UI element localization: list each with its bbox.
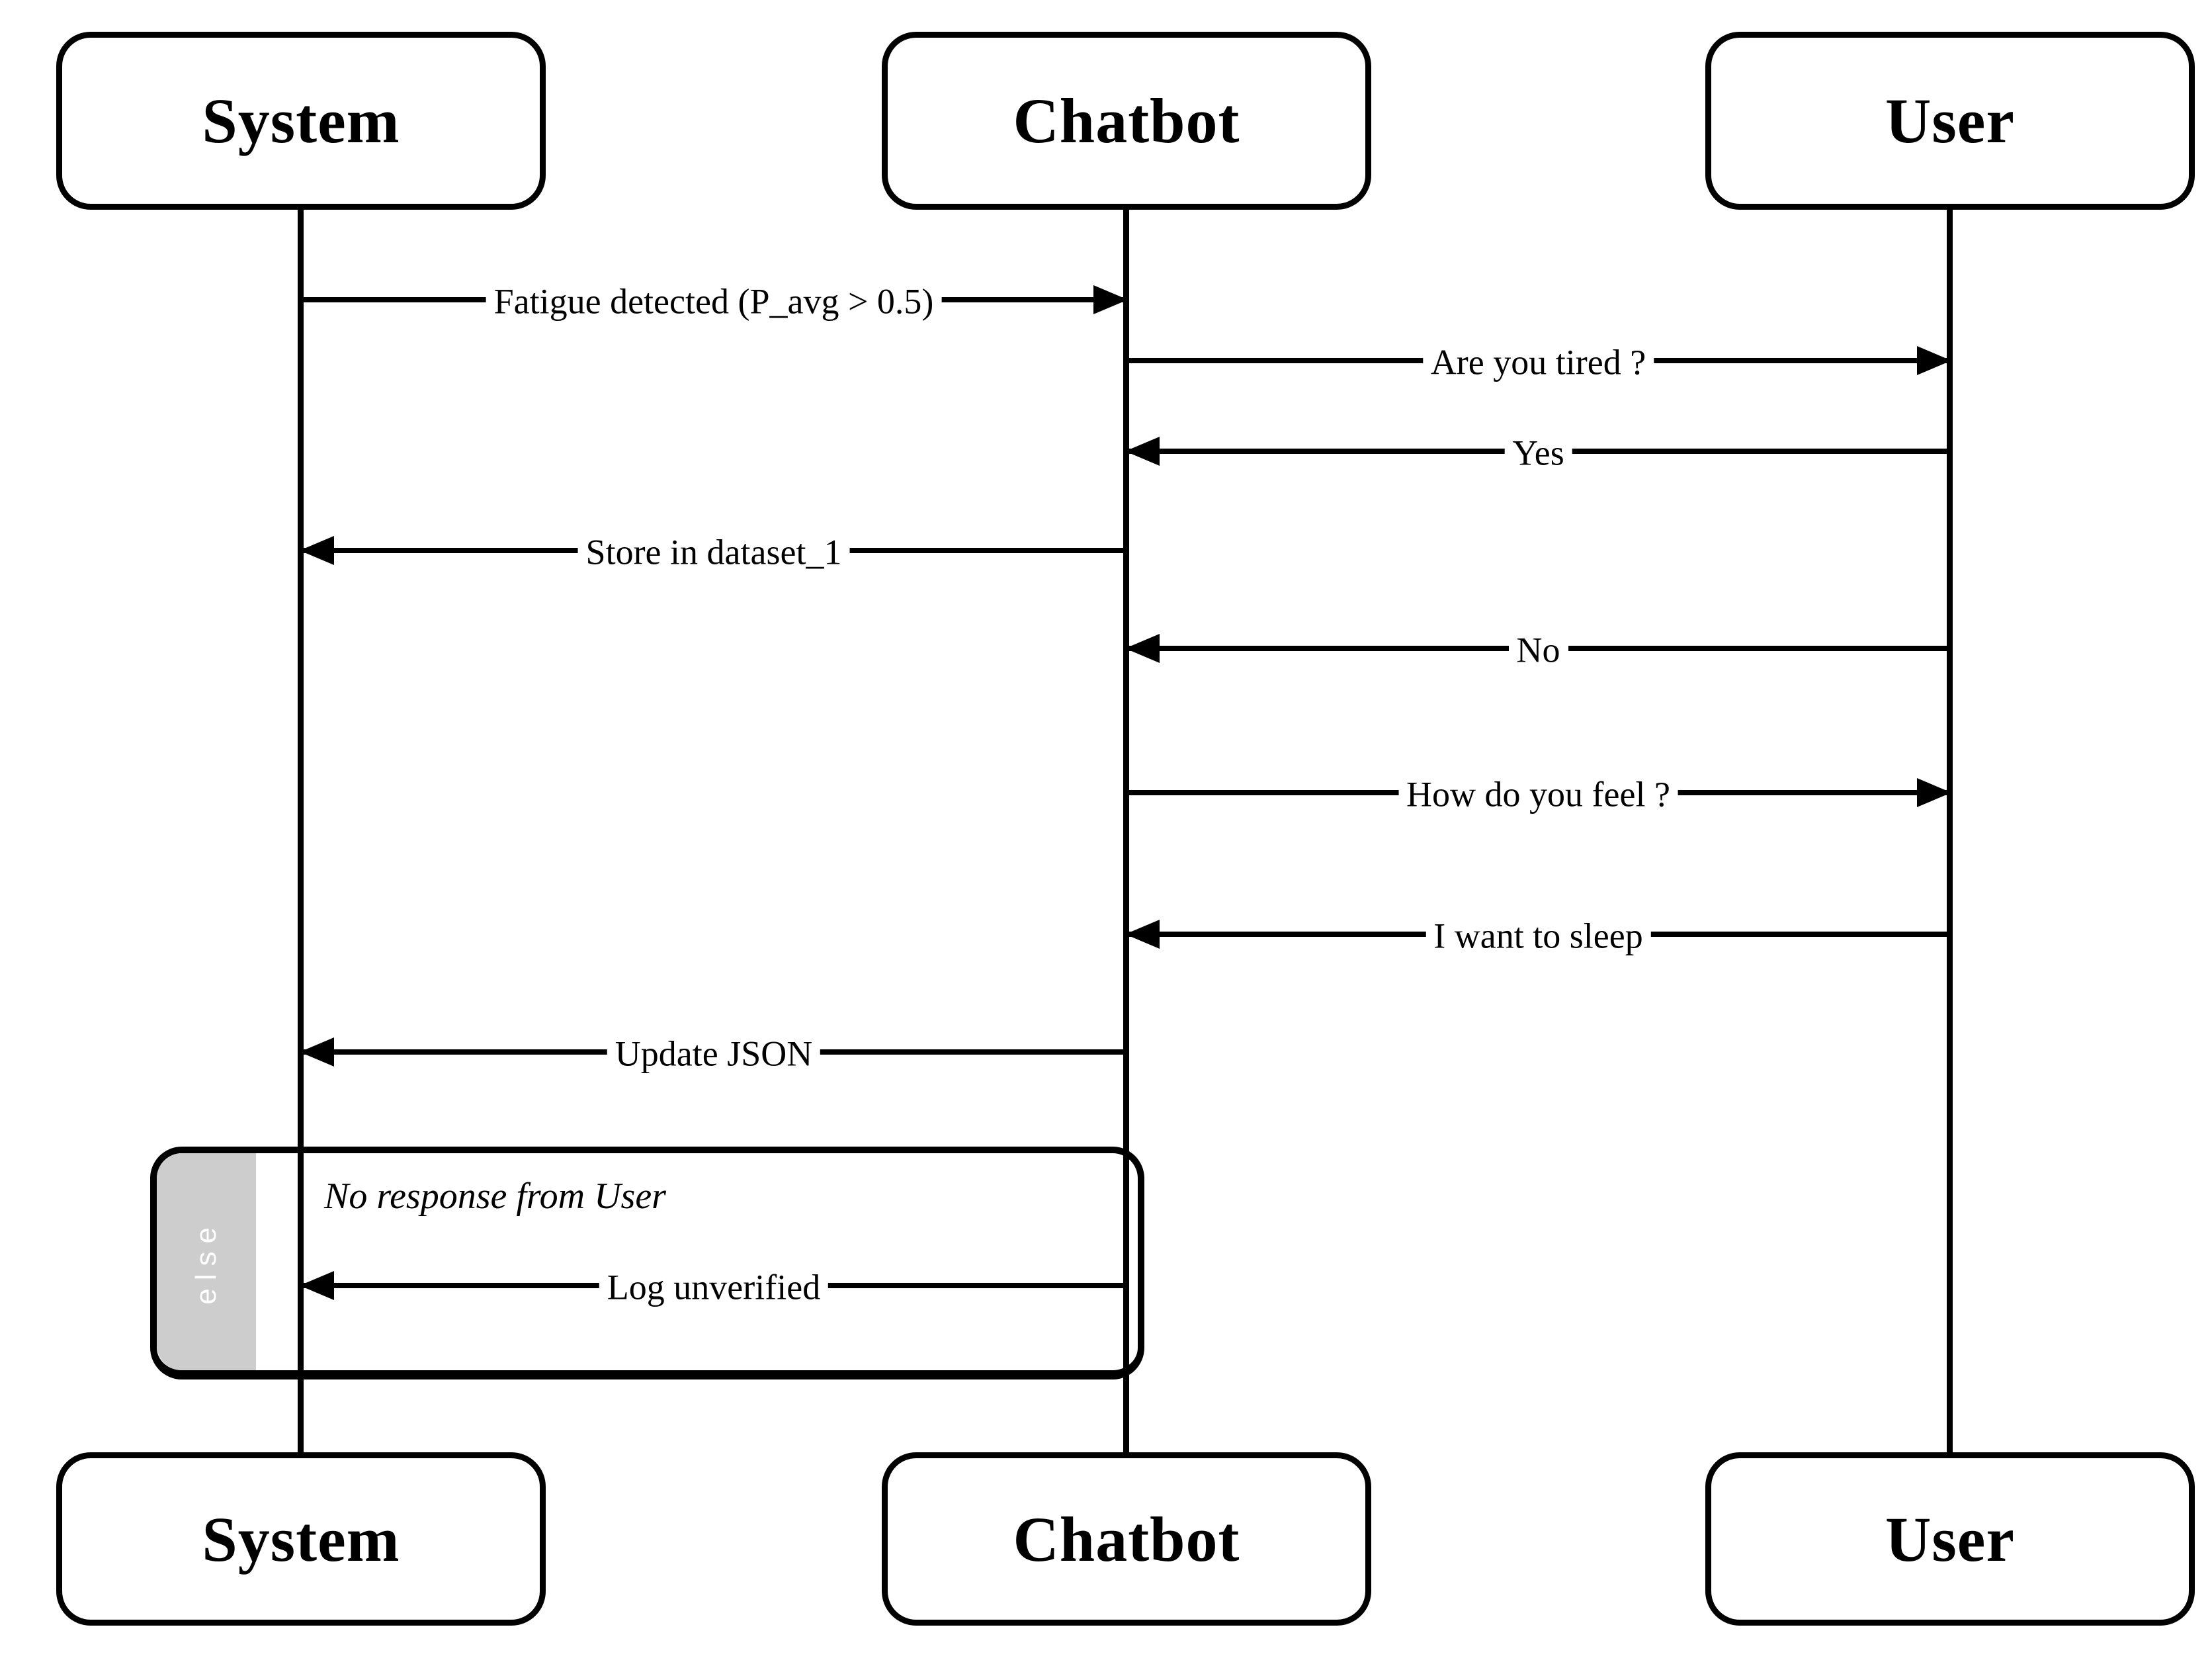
actor-label-chatbot: Chatbot bbox=[1013, 85, 1240, 156]
message-label: Fatigue detected (P_avg > 0.5) bbox=[486, 281, 942, 322]
actor-box-chatbot-top: Chatbot bbox=[882, 32, 1371, 210]
arrowhead-icon bbox=[300, 1271, 334, 1300]
arrowhead-icon bbox=[300, 536, 334, 565]
arrowhead-icon bbox=[1125, 634, 1160, 663]
message-label: Yes bbox=[1504, 432, 1572, 474]
message-label: Store in dataset_1 bbox=[577, 531, 850, 573]
message-label: No bbox=[1508, 629, 1568, 671]
arrowhead-icon bbox=[1917, 778, 1951, 807]
lifeline-chatbot bbox=[1123, 208, 1129, 1452]
actor-label-user: User bbox=[1885, 85, 2015, 156]
actor-label-user: User bbox=[1885, 1503, 2015, 1575]
message-label: Update JSON bbox=[607, 1033, 821, 1074]
message-label: Log unverified bbox=[599, 1266, 829, 1308]
message-label: I want to sleep bbox=[1425, 915, 1651, 957]
actor-box-user-bottom: User bbox=[1705, 1452, 2195, 1626]
fragment-guard-text: No response from User bbox=[324, 1176, 666, 1217]
actor-label-system: System bbox=[202, 85, 400, 156]
actor-box-system-top: System bbox=[56, 32, 546, 210]
alt-fragment: else No response from User bbox=[150, 1147, 1144, 1379]
arrowhead-icon bbox=[1093, 285, 1128, 314]
message-label: Are you tired ? bbox=[1422, 341, 1654, 383]
lifeline-user bbox=[1947, 208, 1953, 1452]
actor-box-system-bottom: System bbox=[56, 1452, 546, 1626]
arrowhead-icon bbox=[1125, 920, 1160, 949]
actor-box-chatbot-bottom: Chatbot bbox=[882, 1452, 1371, 1626]
actor-box-user-top: User bbox=[1705, 32, 2195, 210]
actor-label-chatbot: Chatbot bbox=[1013, 1503, 1240, 1575]
message-label: How do you feel ? bbox=[1398, 773, 1678, 815]
actor-label-system: System bbox=[202, 1503, 400, 1575]
fragment-operator-tab: else bbox=[157, 1153, 256, 1370]
arrowhead-icon bbox=[300, 1037, 334, 1067]
arrowhead-icon bbox=[1125, 437, 1160, 466]
lifeline-system bbox=[298, 208, 304, 1452]
fragment-operator-label: else bbox=[190, 1219, 222, 1305]
arrowhead-icon bbox=[1917, 346, 1951, 375]
